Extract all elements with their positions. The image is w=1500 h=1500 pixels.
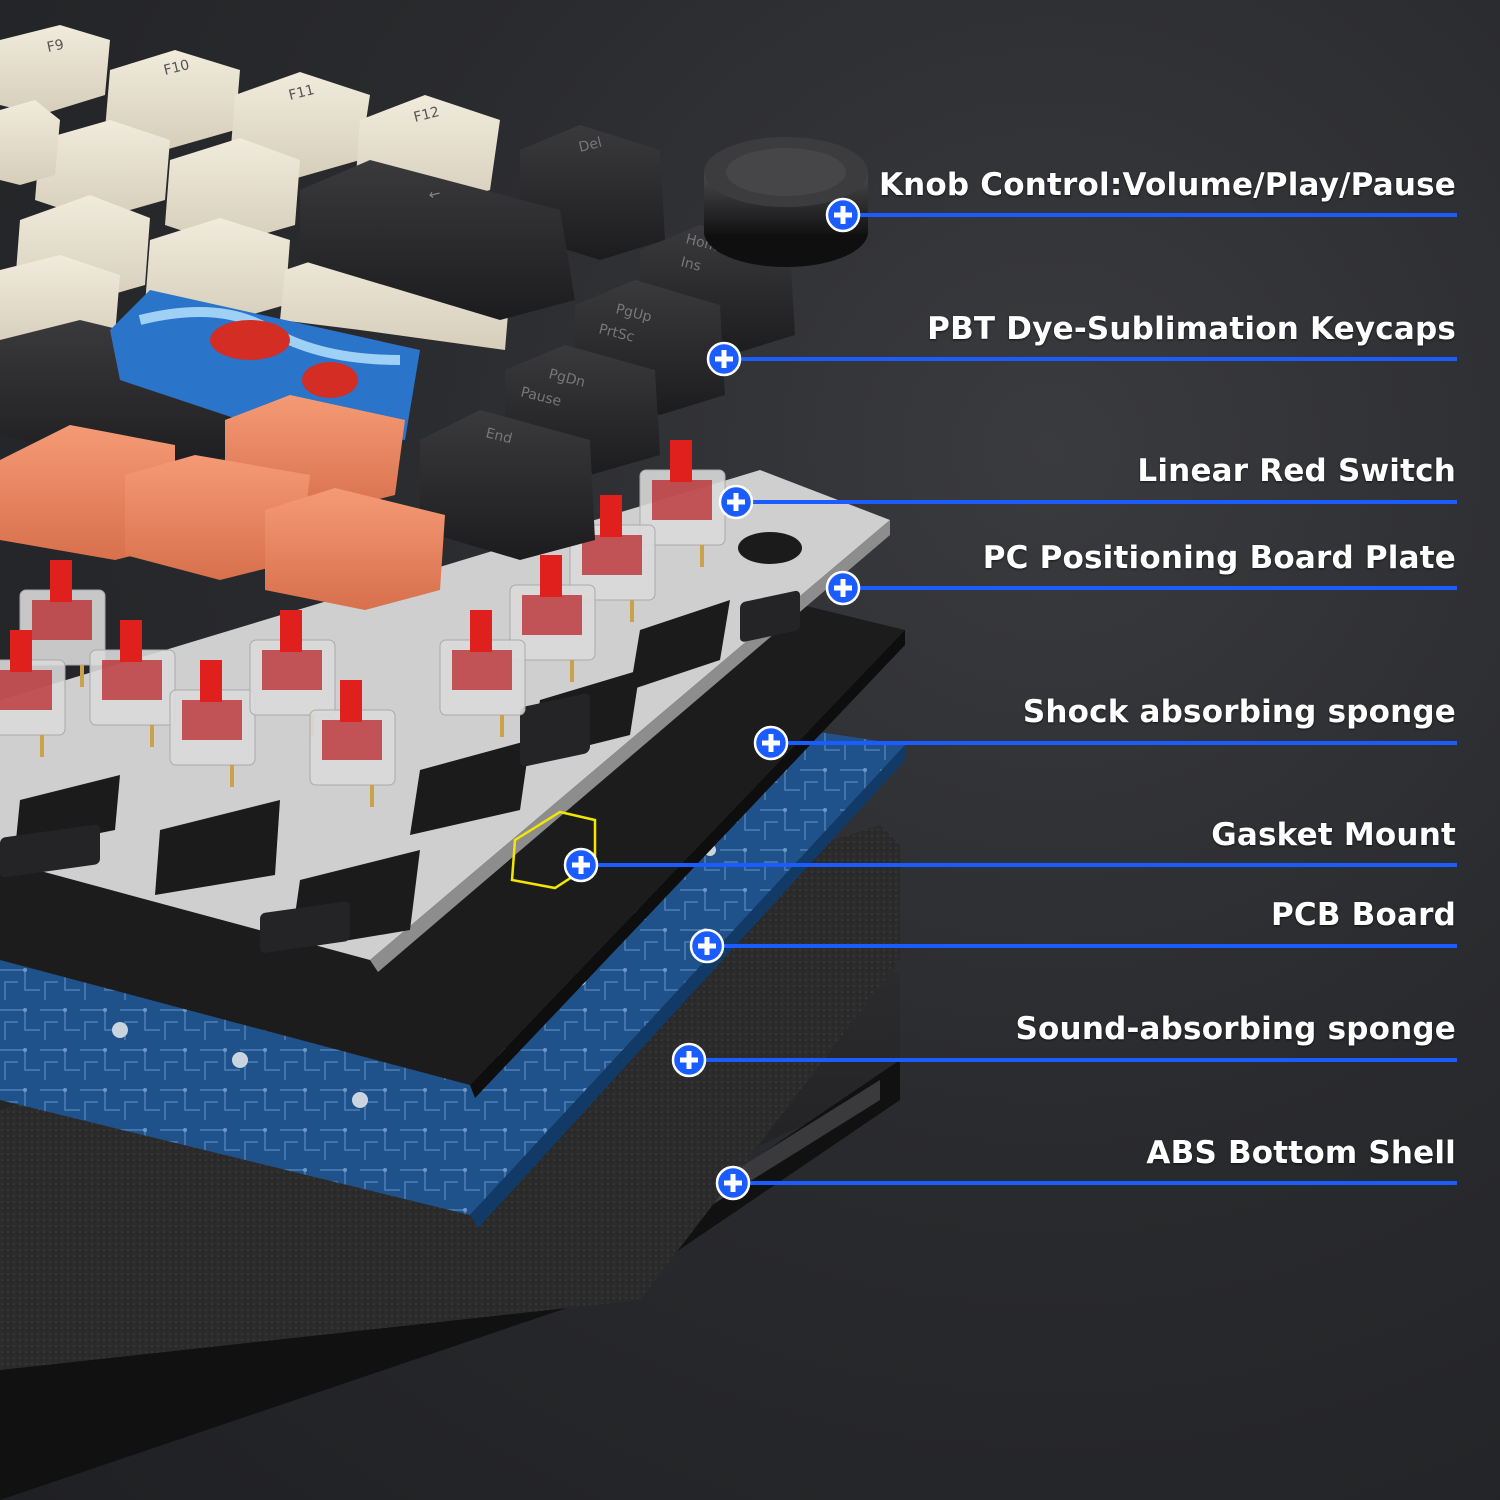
plate-stabilizer-hole <box>738 532 802 564</box>
plus-icon[interactable] <box>689 928 725 964</box>
red-switch <box>0 630 66 757</box>
callout-label-gasket: Gasket Mount <box>1211 817 1456 853</box>
red-switch <box>309 680 396 807</box>
keycap-label: F12 <box>412 104 441 126</box>
red-switch <box>509 555 596 682</box>
keycap-label: F10 <box>162 57 191 79</box>
red-switch <box>639 440 726 567</box>
keycap-label: Del <box>577 135 603 156</box>
keycap-label: ← <box>427 186 442 204</box>
keycap-label: F9 <box>46 37 66 56</box>
callout-label-sound-sponge: Sound-absorbing sponge <box>1015 1011 1456 1047</box>
plus-icon[interactable] <box>563 847 599 883</box>
gasket-mounts <box>0 590 800 953</box>
red-switch <box>89 620 176 747</box>
keycap-f10: F10 <box>105 50 240 150</box>
red-switch <box>19 560 106 687</box>
keycap-label: F11 <box>287 82 316 104</box>
red-switch <box>169 660 256 787</box>
keycap-cream <box>35 120 170 220</box>
red-switch <box>439 610 526 737</box>
keycap-label: Ins <box>679 254 703 274</box>
artisan-keycap <box>110 290 420 440</box>
keycap-cream <box>165 138 300 245</box>
plus-icon[interactable] <box>706 341 742 377</box>
callout-label-knob: Knob Control:Volume/Play/Pause <box>878 167 1456 203</box>
keycap-f9: F9 <box>0 25 110 115</box>
callout-label-shell: ABS Bottom Shell <box>1146 1135 1456 1171</box>
callout-label-pcb: PCB Board <box>1270 897 1456 933</box>
callout-lines <box>563 197 1457 1201</box>
callout-label-shock-sponge: Shock absorbing sponge <box>1022 694 1456 730</box>
keycap-orange <box>265 488 445 610</box>
keycap-layer: F9 F10 F11 F12 Del ← <box>0 25 795 610</box>
red-switch <box>569 495 656 622</box>
keycap-cream <box>0 100 60 185</box>
keycap-label: End <box>484 425 514 447</box>
keycap-orange <box>125 455 310 580</box>
plus-icon[interactable] <box>825 570 861 606</box>
callout-label-plate: PC Positioning Board Plate <box>982 540 1456 576</box>
callout-label-switch: Linear Red Switch <box>1137 453 1456 489</box>
keycap-end: End <box>420 410 595 560</box>
keycap-backspace: ← <box>300 160 575 320</box>
switch-array <box>0 440 726 807</box>
red-switch <box>249 610 336 737</box>
plus-icon[interactable] <box>718 484 754 520</box>
plus-icon[interactable] <box>715 1165 751 1201</box>
plus-icon[interactable] <box>671 1042 707 1078</box>
plus-icon[interactable] <box>825 197 861 233</box>
callout-label-keycaps: PBT Dye-Sublimation Keycaps <box>927 311 1456 347</box>
plus-icon[interactable] <box>753 725 789 761</box>
